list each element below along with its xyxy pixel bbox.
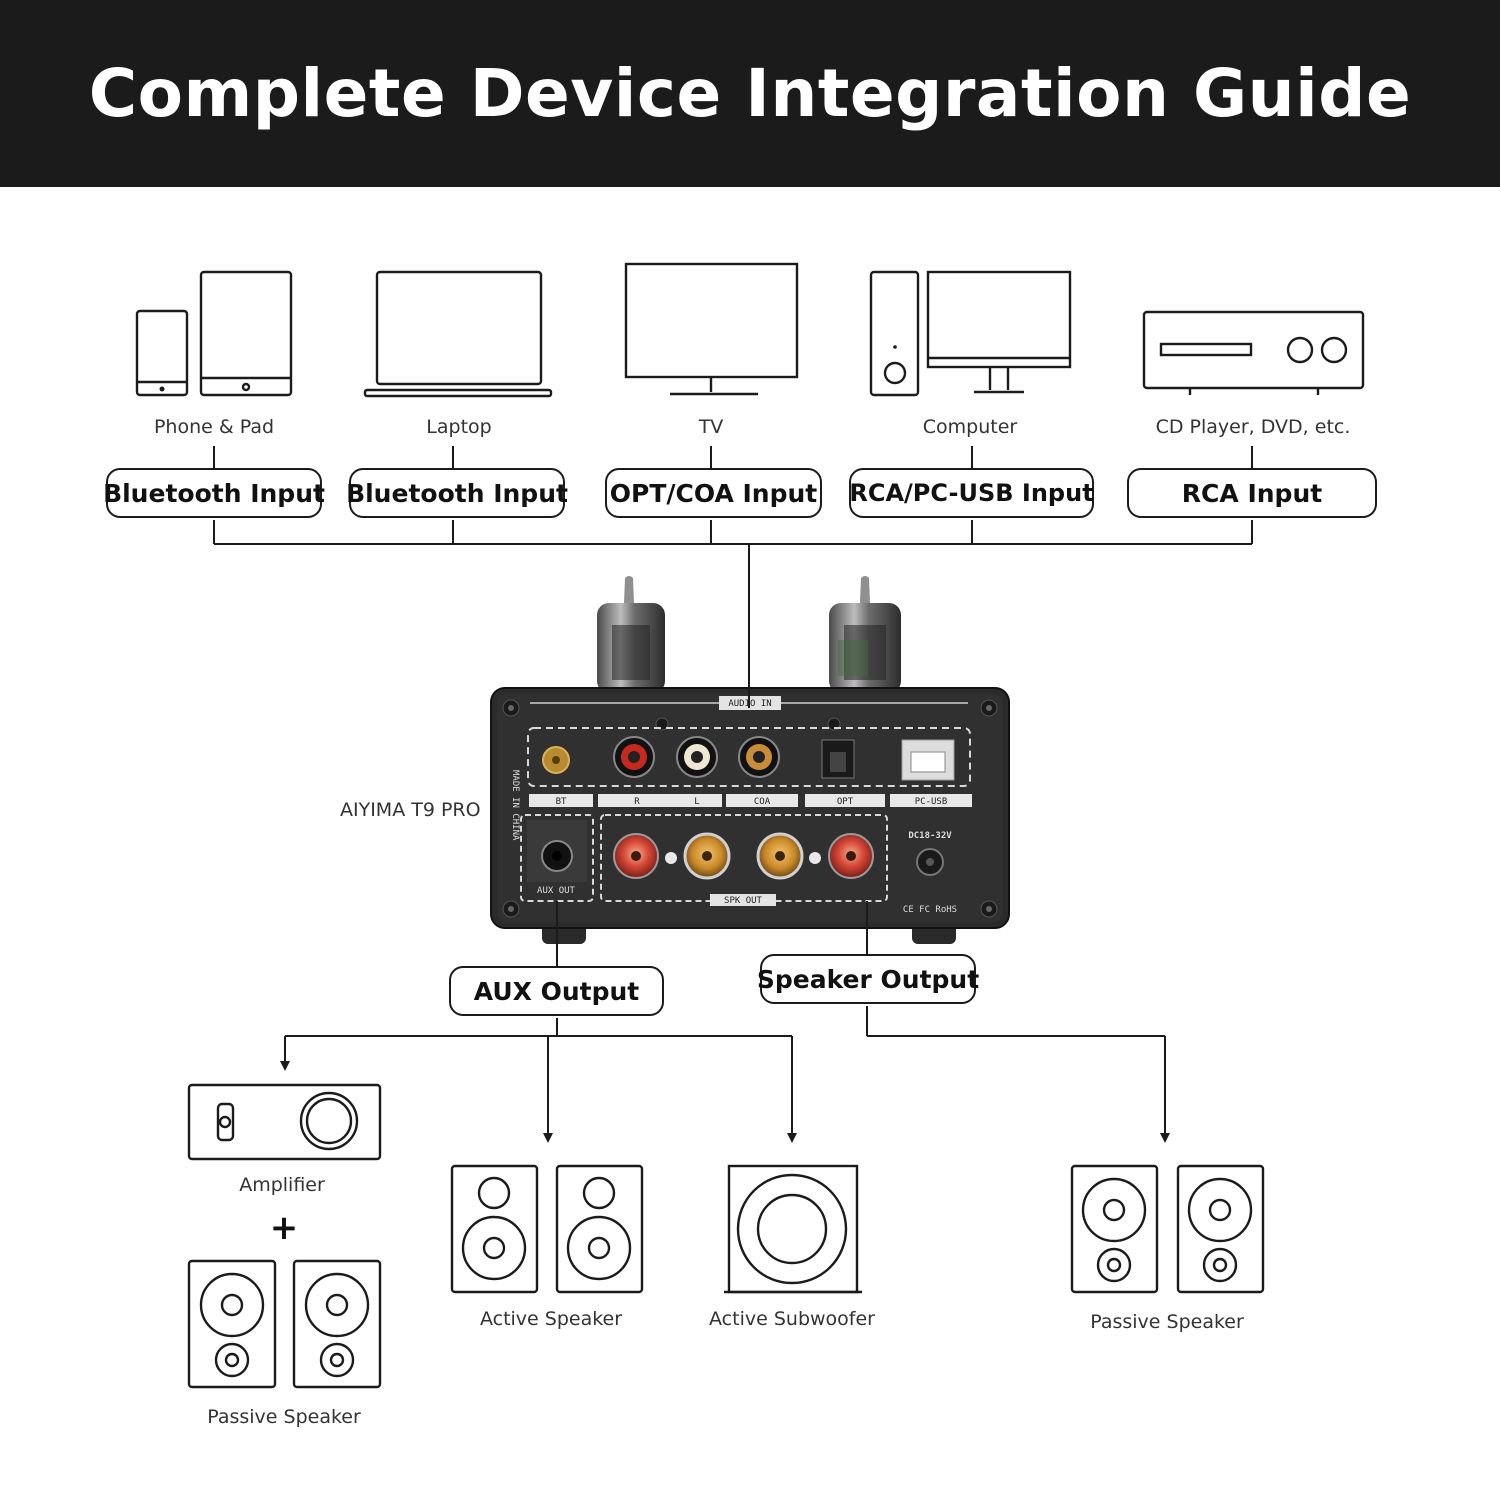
input-pill-opt-coa: OPT/COA Input <box>605 468 822 518</box>
output-pill-aux: AUX Output <box>449 966 664 1016</box>
header-bar: Complete Device Integration Guide <box>0 0 1500 187</box>
input-pill-bluetooth-phone: Bluetooth Input <box>103 468 325 518</box>
target-label-passive-speaker-left: Passive Speaker <box>207 1406 361 1428</box>
source-label-laptop: Laptop <box>426 416 492 438</box>
panel-l-label: L <box>694 797 699 807</box>
output-connector-lines <box>280 901 1170 1143</box>
input-connector-lines <box>213 446 1253 545</box>
cd-player-icon <box>1142 310 1365 395</box>
panel-r-label: R <box>634 797 640 807</box>
input-pill-bluetooth-laptop: Bluetooth Input <box>346 468 568 518</box>
panel-pcusb-label: PC-USB <box>915 797 948 807</box>
laptop-icon <box>363 270 553 398</box>
device-name-label: AIYIMA T9 PRO <box>340 799 481 821</box>
computer-icon <box>869 270 1072 397</box>
active-speaker-icon <box>450 1164 644 1294</box>
target-label-passive-speaker-right: Passive Speaker <box>1090 1311 1244 1333</box>
passive-speaker-right-icon <box>1070 1164 1265 1294</box>
panel-bt-label: BT <box>556 797 567 807</box>
tv-icon <box>624 262 799 396</box>
vacuum-tube-left <box>597 576 665 693</box>
amplifier-device: AUDIO IN BT R L COA OPT PC-USB <box>490 576 1010 944</box>
panel-made-in-label: MADE IN CHINA <box>510 770 520 841</box>
amplifier-icon <box>187 1083 382 1161</box>
panel-cert-label: CE FC RoHS <box>903 905 957 915</box>
vacuum-tube-right <box>829 576 901 693</box>
panel-opt-label: OPT <box>837 797 854 807</box>
target-label-amplifier: Amplifier <box>239 1174 325 1196</box>
panel-coa-label: COA <box>754 797 771 807</box>
passive-speaker-left-icon <box>187 1259 382 1389</box>
source-label-computer: Computer <box>922 416 1018 438</box>
panel-dc-label: DC18-32V <box>908 831 952 841</box>
source-label-phone-pad: Phone & Pad <box>153 416 275 438</box>
output-pill-speaker: Speaker Output <box>757 954 979 1004</box>
page-title: Complete Device Integration Guide <box>88 55 1412 132</box>
panel-spk-out-label: SPK OUT <box>724 896 763 906</box>
input-pill-rca: RCA Input <box>1127 468 1377 518</box>
source-label-tv: TV <box>698 416 724 438</box>
plus-sign: + <box>269 1208 299 1248</box>
input-pill-rca-pcusb: RCA/PC-USB Input <box>849 468 1094 518</box>
target-label-active-subwoofer: Active Subwoofer <box>709 1308 875 1330</box>
panel-aux-out-label: AUX OUT <box>537 886 576 896</box>
phone-pad-icon <box>135 270 293 397</box>
source-label-cd-player: CD Player, DVD, etc. <box>1155 416 1351 438</box>
target-label-active-speaker: Active Speaker <box>479 1308 623 1330</box>
panel-port-labels: BT R L COA OPT PC-USB <box>529 794 972 807</box>
active-subwoofer-icon <box>724 1164 862 1294</box>
